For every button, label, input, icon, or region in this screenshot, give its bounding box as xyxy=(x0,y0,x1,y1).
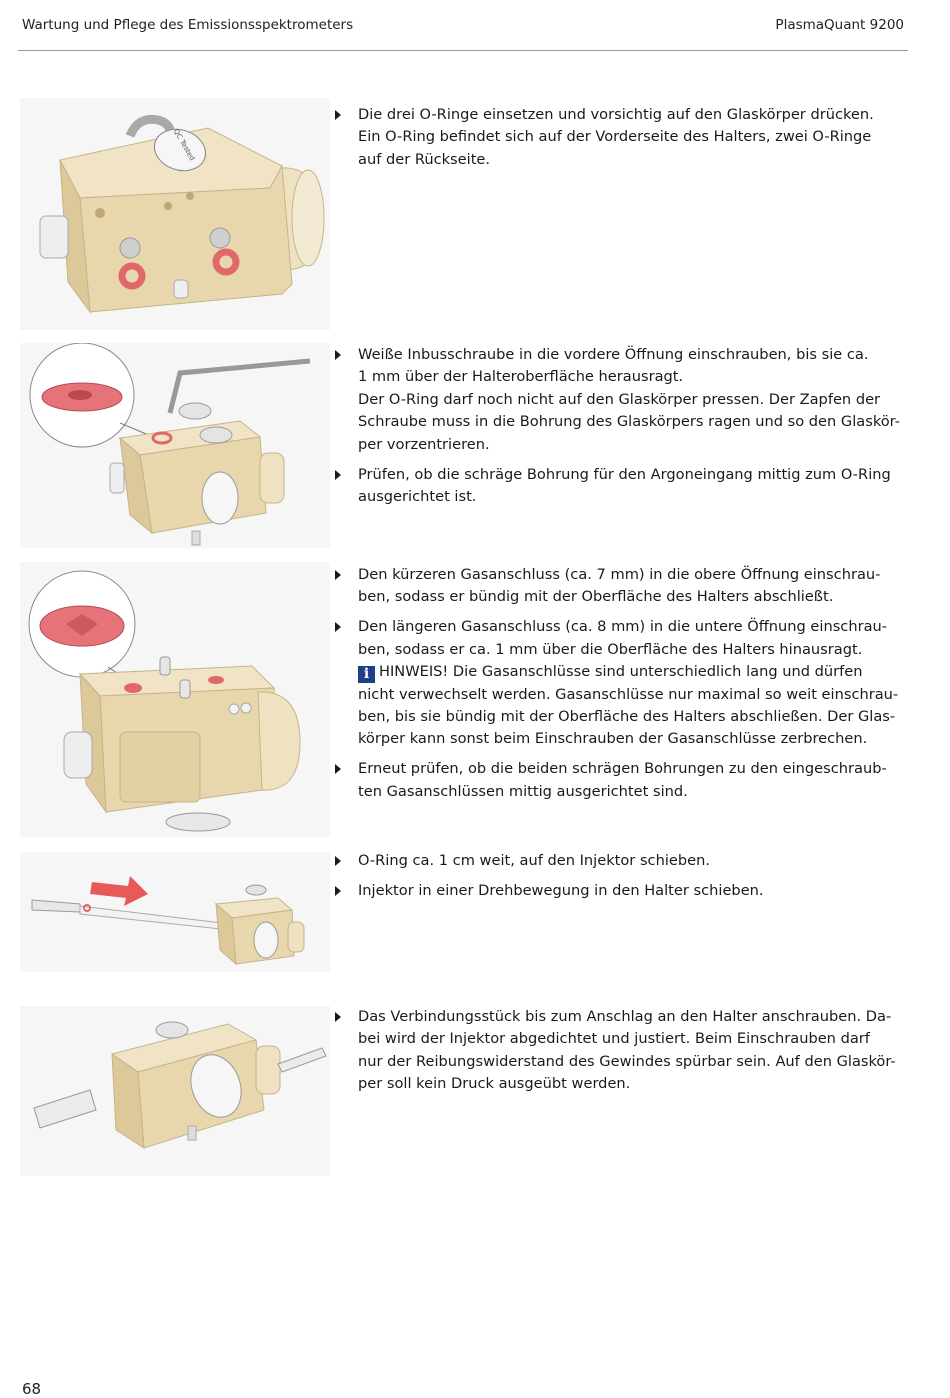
step-item: Weiße Inbusschraube in die vordere Öffnu… xyxy=(332,344,910,456)
running-header-title: Wartung und Pflege des Emissionsspektrom… xyxy=(22,17,354,33)
figure-connector-assembled xyxy=(20,1006,330,1176)
steps-section-2: Weiße Inbusschraube in die vordere Öffnu… xyxy=(332,344,910,516)
step-item: O-Ring ca. 1 cm weit, auf den Injektor s… xyxy=(332,850,910,872)
running-header-product: PlasmaQuant 9200 xyxy=(775,17,904,33)
step-item: Erneut prüfen, ob die beiden schrägen Bo… xyxy=(332,758,910,803)
step-item: Den längeren Gasanschluss (ca. 8 mm) in … xyxy=(332,616,910,750)
header-divider xyxy=(18,50,908,51)
info-icon: i xyxy=(358,666,375,684)
figure-holder-o-rings: QC Tested xyxy=(20,98,330,330)
o-ring-right xyxy=(212,248,240,276)
figure-injector-insertion xyxy=(20,852,330,972)
holder-body: QC Tested xyxy=(39,114,325,314)
step-item: Das Verbindungsstück bis zum Anschlag an… xyxy=(332,1006,910,1096)
arrow-icon xyxy=(90,876,148,906)
note-label: HINWEIS! xyxy=(379,663,449,681)
o-ring-left xyxy=(118,262,146,290)
step-item: Die drei O-Ringe einsetzen und vorsichti… xyxy=(332,104,910,171)
figure-gas-connectors xyxy=(20,562,330,837)
step-item: Den kürzeren Gasanschluss (ca. 7 mm) in … xyxy=(332,564,910,609)
step-item: Injektor in einer Drehbewegung in den Ha… xyxy=(332,880,910,902)
figure-allen-screw xyxy=(20,343,330,548)
steps-section-4: O-Ring ca. 1 cm weit, auf den Injektor s… xyxy=(332,850,910,910)
step-item: Prüfen, ob die schräge Bohrung für den A… xyxy=(332,464,910,509)
steps-section-5: Das Verbindungsstück bis zum Anschlag an… xyxy=(332,1006,910,1103)
steps-section-1: Die drei O-Ringe einsetzen und vorsichti… xyxy=(332,104,910,179)
page-number: 68 xyxy=(22,1380,42,1398)
steps-section-3: Den kürzeren Gasanschluss (ca. 7 mm) in … xyxy=(332,564,910,811)
